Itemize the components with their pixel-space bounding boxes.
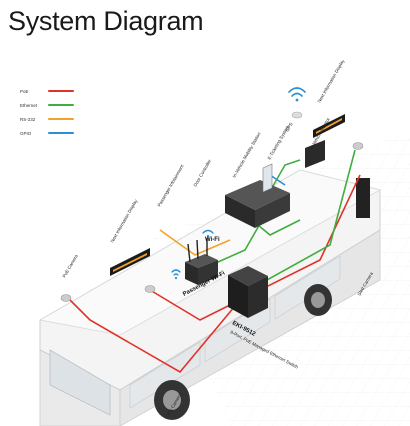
gps-antenna xyxy=(291,111,303,119)
label-poe-camera: PoE Camera xyxy=(62,253,79,278)
legend-item-rs232: RS-232 xyxy=(20,112,74,126)
legend-swatch xyxy=(48,131,74,135)
page-title: System Diagram xyxy=(8,6,204,36)
bus-system-diagram: GPS Next Information Display In-Vehicle … xyxy=(38,60,410,426)
legend-label: Ethernet xyxy=(20,102,38,108)
label-gps: GPS xyxy=(285,122,294,133)
legend-item-poe: PoE xyxy=(20,84,74,98)
wifi-icon xyxy=(171,269,181,280)
label-door-controller: Door Controller xyxy=(193,158,213,187)
display-led-rear xyxy=(316,118,342,134)
label-e-ticketing: E-Ticketing System xyxy=(267,124,291,160)
label-wifi: Wi-Fi xyxy=(205,237,220,243)
in-vehicle-monitor xyxy=(305,140,325,168)
legend-swatch xyxy=(48,103,74,107)
legend-swatch xyxy=(48,89,74,93)
dome-cameras xyxy=(60,142,364,302)
legend-swatch xyxy=(48,117,74,121)
legend-label: GPIO xyxy=(20,130,32,136)
display-led-front xyxy=(113,253,147,272)
eki-switch xyxy=(228,266,268,318)
legend-item-ethernet: Ethernet xyxy=(20,98,74,112)
label-passenger-infotainment: Passenger Infotainment xyxy=(157,163,185,207)
legend: PoE Ethernet RS-232 GPIO xyxy=(20,84,74,140)
label-next-info-display: Next Information Display xyxy=(317,60,346,104)
label-mobility-station: In-Vehicle Mobility Station xyxy=(232,131,262,179)
wifi-icon xyxy=(202,229,214,238)
legend-label: RS-232 xyxy=(20,116,36,122)
passenger-wifi-router xyxy=(185,238,218,285)
legend-item-gpio: GPIO xyxy=(20,126,74,140)
main-computer xyxy=(225,180,290,228)
e-ticketing-device xyxy=(262,163,273,193)
legend-label: PoE xyxy=(20,88,29,94)
wifi-icon xyxy=(288,87,306,102)
label-next-info-display-2: Next Information Display xyxy=(110,198,139,244)
